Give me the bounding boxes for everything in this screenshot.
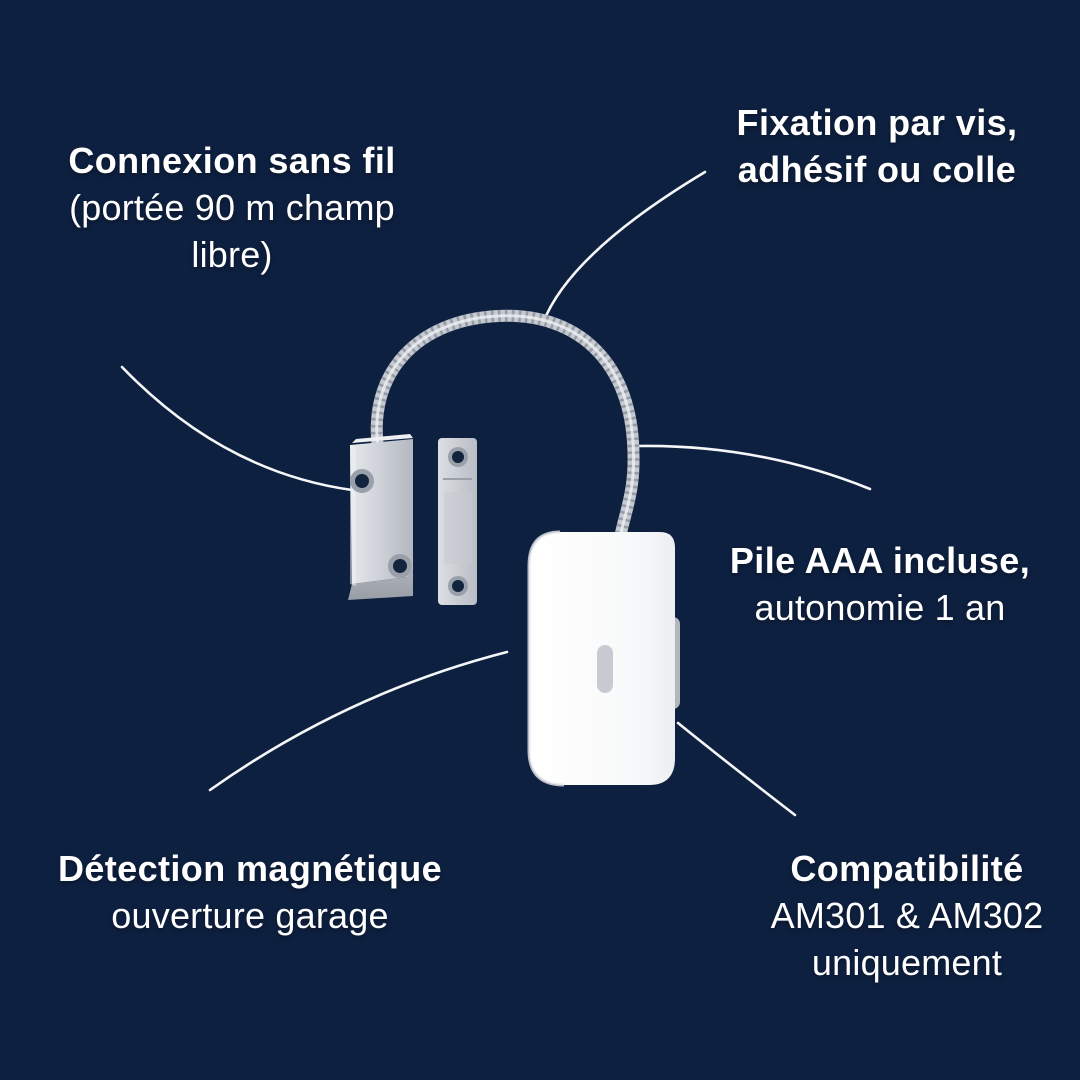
- callout-bottom-left: Détection magnétique ouverture garage: [58, 845, 442, 939]
- callout-line: ouverture garage: [111, 895, 389, 936]
- callout-mid-right: Pile AAA incluse, autonomie 1 an: [730, 537, 1030, 631]
- bracket-screw-hole-bottom: [388, 554, 412, 578]
- magnet-screw-hole-top: [448, 447, 468, 467]
- callout-line: AM301 & AM302: [770, 895, 1044, 936]
- led-slot: [597, 645, 613, 693]
- callout-top-right: Fixation par vis, adhésif ou colle: [737, 99, 1018, 193]
- sensor-hub: [527, 530, 680, 787]
- bracket-screw-hole-top: [350, 469, 374, 493]
- callout-top-left: Connexion sans fil (portée 90 m champ li…: [68, 137, 395, 278]
- callout-line: autonomie 1 an: [754, 587, 1006, 628]
- callout-line: libre): [191, 234, 273, 275]
- callout-lines: [120, 170, 872, 817]
- callout-title: Compatibilité: [790, 848, 1024, 889]
- callout-line-mid-right: [635, 444, 872, 491]
- callout-line-top-right: [541, 170, 707, 325]
- magnet-screw-hole-bottom: [448, 576, 468, 596]
- callout-bottom-right: Compatibilité AM301 & AM302 uniquement: [771, 845, 1044, 986]
- callout-line-top-left: [120, 365, 354, 492]
- callout-title: Détection magnétique: [57, 848, 443, 889]
- bracket-bevel: [348, 570, 413, 600]
- callout-line: (portée 90 m champ: [69, 187, 395, 228]
- gooseneck-cable: [370, 309, 640, 539]
- callout-line: uniquement: [811, 942, 1003, 983]
- callout-line-bottom-right: [676, 721, 797, 817]
- magnet-bar: [438, 438, 477, 605]
- callout-title: Fixation par vis,: [736, 102, 1018, 143]
- callout-line-bottom-left: [208, 650, 509, 792]
- callout-title: Connexion sans fil: [68, 140, 396, 181]
- callout-title: adhésif ou colle: [737, 149, 1017, 190]
- wired-switch-bracket: [348, 434, 413, 600]
- callout-title: Pile AAA incluse,: [729, 540, 1031, 581]
